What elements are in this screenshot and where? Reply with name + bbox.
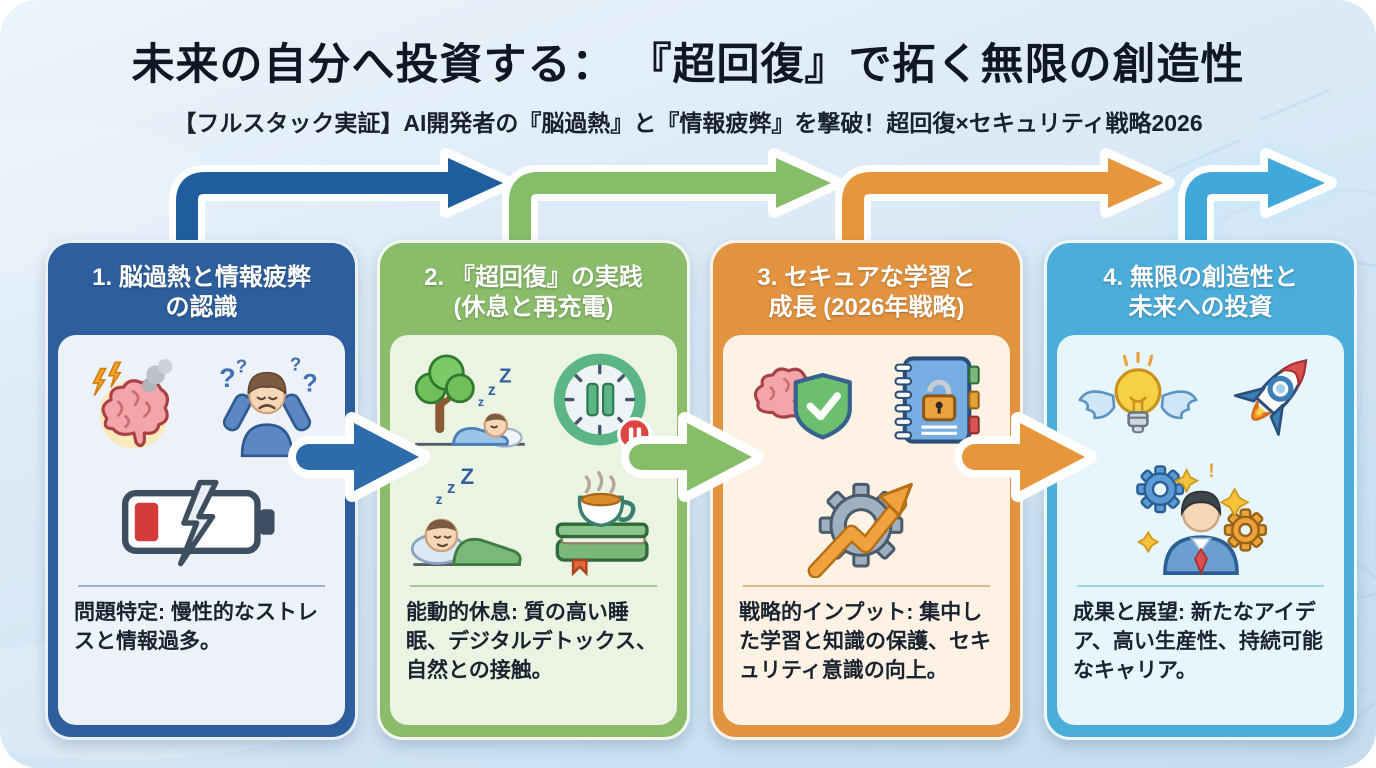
- card-divider: [410, 585, 657, 587]
- svg-text:z: z: [436, 492, 443, 507]
- nap-under-tree-icon: z z Z: [414, 354, 525, 448]
- low-battery-icon: [121, 480, 275, 567]
- svg-text:?: ?: [302, 369, 317, 397]
- svg-text:z: z: [477, 395, 483, 409]
- rocket-icon: [1233, 358, 1308, 436]
- step-card-1: 1. 脳過熱と情報疲弊 の認識 ?: [45, 240, 358, 740]
- card-divider: [1077, 585, 1324, 587]
- svg-text:Z: Z: [461, 466, 475, 489]
- card-divider: [78, 585, 325, 587]
- step-card-3: 3. セキュアな学習と 成長 (2026年戦略): [710, 240, 1023, 740]
- step-card-4: 4. 無限の創造性と 未来への投資: [1044, 240, 1357, 740]
- svg-text:z: z: [447, 478, 455, 497]
- person-gears-icon: !: [1135, 462, 1267, 576]
- sleeping-person-icon: z z Z: [411, 466, 522, 567]
- stressed-person-icon: ? ? ? ?: [219, 356, 318, 457]
- page-title: 未来の自分へ投資する： 『超回復』で拓く無限の創造性: [131, 41, 1245, 89]
- step-1-title: 1. 脳過熱と情報疲弊 の認識: [92, 264, 311, 321]
- step-2-title: 2. 『超回復』の実践 (休息と再充電): [424, 264, 643, 321]
- locked-notebook-icon: [894, 355, 981, 444]
- step-3-description: 戦略的インプット: 集中した学習と知識の保護、セキュリティ意識の向上。: [739, 601, 991, 682]
- svg-text:!: !: [1208, 462, 1214, 483]
- gear-growth-icon: [807, 483, 913, 579]
- svg-text:?: ?: [219, 363, 236, 393]
- svg-text:Z: Z: [499, 365, 511, 387]
- brain-shield-icon: [753, 367, 852, 440]
- overheated-brain-icon: [92, 358, 173, 449]
- step-3-title: 3. セキュアな学習と 成長 (2026年戦略): [757, 264, 976, 321]
- step-card-2: 2. 『超回復』の実践 (休息と再充電) z z Z: [377, 240, 690, 740]
- step-4-description: 成果と展望: 新たなアイデア、高い生産性、持続可能なキャリア。: [1073, 601, 1323, 682]
- svg-text:?: ?: [236, 356, 247, 377]
- page-subtitle: 【フルスタック実証】AI開発者の『脳過熱』と『情報疲弊』を撃破！超回復×セキュリ…: [173, 110, 1203, 136]
- winged-bulb-icon: [1078, 351, 1198, 433]
- tea-and-book-icon: [555, 471, 649, 577]
- step-4-title: 4. 無限の創造性と 未来への投資: [1103, 264, 1298, 321]
- svg-text:z: z: [488, 382, 496, 399]
- pause-clock-icon: [554, 353, 653, 452]
- step-2-description: 能動的休息: 質の高い睡眠、デジタルデトックス、自然との接触。: [406, 601, 657, 682]
- step-1-description: 問題特定: 慢性的なストレスと情報過多。: [74, 601, 318, 653]
- svg-text:?: ?: [290, 356, 301, 375]
- card-divider: [743, 585, 990, 587]
